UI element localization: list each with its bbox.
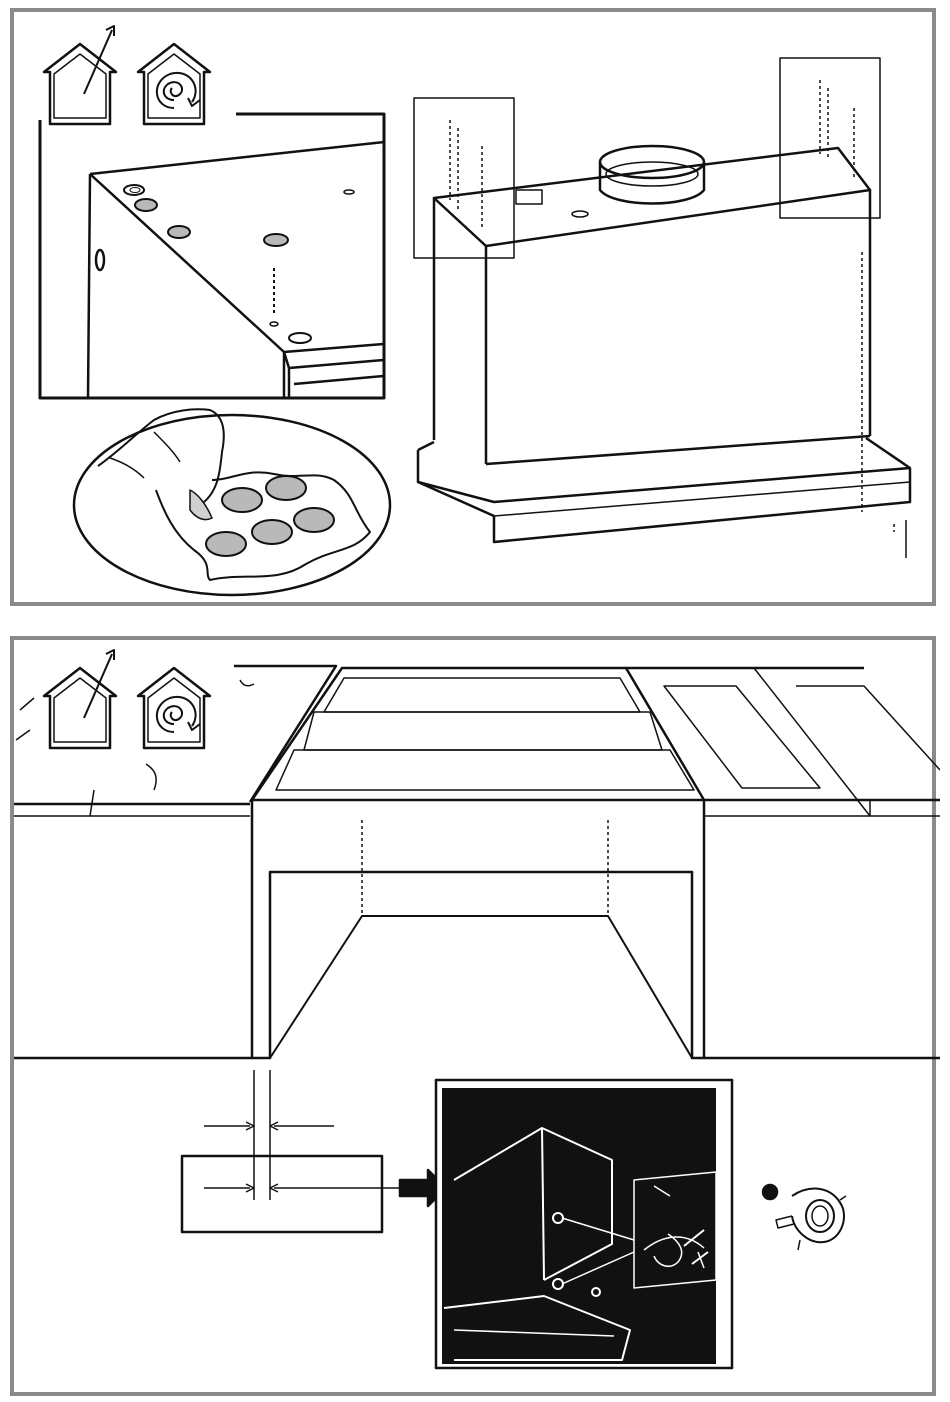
bottom-illustration <box>14 640 940 1400</box>
recirculation-house-icon <box>138 668 210 748</box>
duct-out-house-icon <box>44 650 116 748</box>
duct-out-house-icon <box>44 26 116 124</box>
top-illustration <box>14 12 940 610</box>
recirculation-house-icon <box>138 44 210 124</box>
fastener-icon <box>776 1189 846 1250</box>
bottom-panel <box>10 636 936 1396</box>
top-panel <box>10 8 936 606</box>
